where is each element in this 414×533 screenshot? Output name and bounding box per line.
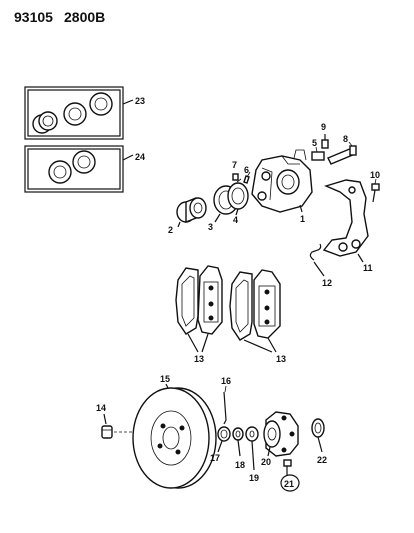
- dust-boot-4: [227, 182, 249, 210]
- leader-23: [122, 99, 134, 105]
- callout-15: 15: [160, 374, 170, 384]
- seal-kit-23: [24, 86, 124, 140]
- seal-kit-24: [24, 145, 124, 193]
- leader-13b-1: [243, 339, 273, 353]
- bleeder-screw-6: [243, 175, 250, 184]
- diagram-code-left: 93105: [14, 9, 53, 25]
- leader-7: [236, 178, 242, 183]
- washer-19: [245, 426, 259, 442]
- callout-1: 1: [300, 214, 305, 224]
- callout-13b: 13: [276, 354, 286, 364]
- leader-1: [299, 204, 303, 213]
- brake-rotor-15: [132, 387, 217, 489]
- leader-13a-2: [201, 333, 209, 353]
- lug-nut-14: [101, 425, 113, 439]
- cotter-pin-16: [223, 391, 227, 425]
- leader-6: [246, 171, 251, 178]
- callout-7: 7: [232, 160, 237, 170]
- bleeder-cap-7: [232, 173, 239, 181]
- callout-4: 4: [233, 215, 238, 225]
- callout-19: 19: [249, 473, 259, 483]
- guide-pin-bolt-8: [327, 145, 357, 165]
- callout-21: 21: [284, 479, 294, 489]
- callout-6: 6: [244, 165, 249, 175]
- leader-16: [224, 385, 227, 393]
- leader-17: [217, 440, 223, 453]
- bolt-cap-9: [321, 139, 329, 149]
- spring-clip-12: [309, 243, 322, 261]
- leader-5: [315, 146, 318, 153]
- leader-10: [374, 178, 377, 185]
- callout-11: 11: [363, 263, 373, 273]
- dust-cap-22: [311, 418, 325, 438]
- leader-14: [103, 413, 107, 425]
- diagram-code-right: 2800B: [64, 9, 105, 25]
- leader-12: [313, 261, 325, 277]
- callout-5: 5: [312, 138, 317, 148]
- callout-12: 12: [322, 278, 332, 288]
- leader-11: [357, 253, 364, 263]
- leader-22: [317, 436, 323, 453]
- spindle-nut-18: [232, 427, 244, 441]
- callout-10: 10: [370, 170, 380, 180]
- leader-4: [235, 208, 239, 216]
- callout-18: 18: [235, 460, 245, 470]
- adapter-bracket-11: [322, 179, 369, 257]
- callout-9: 9: [321, 122, 326, 132]
- callout-23: 23: [135, 96, 145, 106]
- callout-13a: 13: [194, 354, 204, 364]
- leader-19: [251, 440, 255, 471]
- bolt-10: [371, 183, 380, 203]
- callout-14: 14: [96, 403, 106, 413]
- callout-22: 22: [317, 455, 327, 465]
- leader-24: [122, 154, 134, 161]
- callout-20: 20: [261, 457, 271, 467]
- leader-3: [214, 213, 221, 223]
- brake-pad-set-left: [175, 265, 223, 335]
- leader-20: [267, 446, 271, 457]
- leader-15: [165, 383, 169, 389]
- leader-13b-2: [267, 337, 277, 353]
- piston-2: [176, 197, 207, 224]
- hub-bolt-21: [283, 459, 292, 476]
- leader-8: [348, 141, 353, 147]
- bushing-5: [311, 151, 325, 161]
- callout-16: 16: [221, 376, 231, 386]
- callout-2: 2: [168, 225, 173, 235]
- hub-bearing-20: [263, 411, 299, 457]
- callout-24: 24: [135, 152, 145, 162]
- leader-18: [237, 439, 241, 457]
- caliper-housing-1: [251, 149, 313, 213]
- leader-13a-1: [187, 333, 199, 353]
- leader-2: [177, 221, 181, 228]
- callout-17: 17: [210, 453, 220, 463]
- callout-3: 3: [208, 222, 213, 232]
- brake-pad-set-right: [229, 269, 281, 341]
- nut-lock-17: [217, 426, 231, 442]
- callout-21-ring: [280, 474, 300, 492]
- callout-8: 8: [343, 134, 348, 144]
